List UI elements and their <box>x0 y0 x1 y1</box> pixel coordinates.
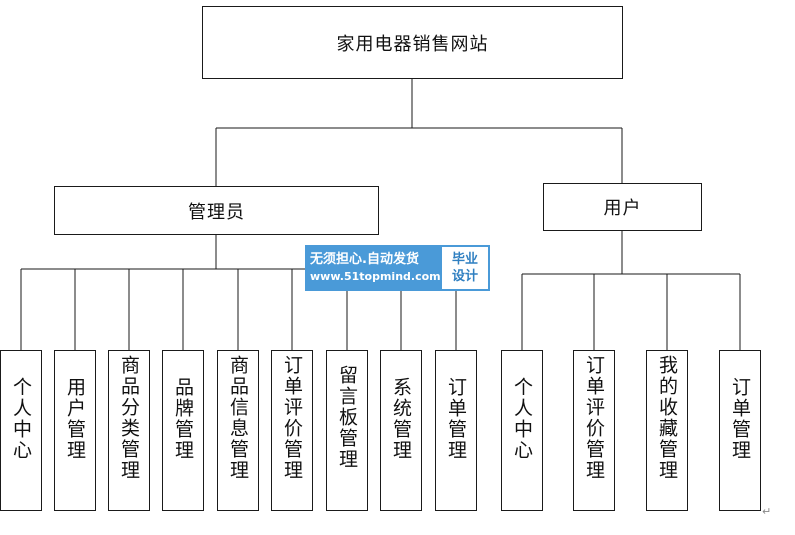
root-label: 家用电器销售网站 <box>336 33 489 55</box>
watermark-banner: 无须担心.自动发货 www.51topmind.com 毕业 设计 <box>305 245 490 291</box>
user-leaf-personal-center: 个人中心 <box>501 350 543 511</box>
leaf-label: 品牌管理 <box>172 377 194 461</box>
admin-leaf-category-management: 商品分类管理 <box>108 350 150 511</box>
leaf-label: 我的收藏管理 <box>656 355 678 481</box>
admin-leaf-order-management: 订单管理 <box>435 350 477 511</box>
watermark-badge: 毕业 设计 <box>440 245 490 291</box>
admin-leaf-product-info-management: 商品信息管理 <box>217 350 259 511</box>
leaf-label: 订单管理 <box>729 377 751 461</box>
leaf-label: 用户管理 <box>64 377 86 461</box>
user-leaf-order-review-management: 订单评价管理 <box>573 350 615 511</box>
admin-leaf-message-board-management: 留言板管理 <box>326 350 368 511</box>
leaf-label: 系统管理 <box>390 377 412 461</box>
leaf-label: 订单管理 <box>445 377 467 461</box>
watermark-url: www.51topmind.com <box>310 270 441 283</box>
admin-label: 管理员 <box>188 201 245 223</box>
leaf-label: 个人中心 <box>511 377 533 461</box>
admin-node: 管理员 <box>54 186 379 235</box>
admin-leaf-system-management: 系统管理 <box>380 350 422 511</box>
user-node: 用户 <box>543 183 702 231</box>
root-node: 家用电器销售网站 <box>202 6 623 79</box>
user-leaf-order-management: 订单管理 <box>719 350 761 511</box>
watermark-badge-top: 毕业 <box>451 252 478 267</box>
leaf-label: 留言板管理 <box>336 365 358 470</box>
leaf-label: 商品分类管理 <box>118 355 140 481</box>
watermark-slogan: 无须担心.自动发货 <box>310 252 419 267</box>
admin-leaf-user-management: 用户管理 <box>54 350 96 511</box>
admin-leaf-personal-center: 个人中心 <box>0 350 42 511</box>
admin-leaf-brand-management: 品牌管理 <box>162 350 204 511</box>
leaf-label: 商品信息管理 <box>227 355 249 481</box>
watermark-badge-bottom: 设计 <box>451 269 478 284</box>
user-leaf-favorites-management: 我的收藏管理 <box>646 350 688 511</box>
leaf-label: 订单评价管理 <box>583 355 605 481</box>
admin-leaf-order-review-management: 订单评价管理 <box>271 350 313 511</box>
leaf-label: 个人中心 <box>10 377 32 461</box>
leaf-label: 订单评价管理 <box>281 355 303 481</box>
watermark-text-block: 无须担心.自动发货 www.51topmind.com <box>305 245 441 291</box>
paragraph-return-icon: ↵ <box>762 505 772 518</box>
user-label: 用户 <box>603 198 642 219</box>
